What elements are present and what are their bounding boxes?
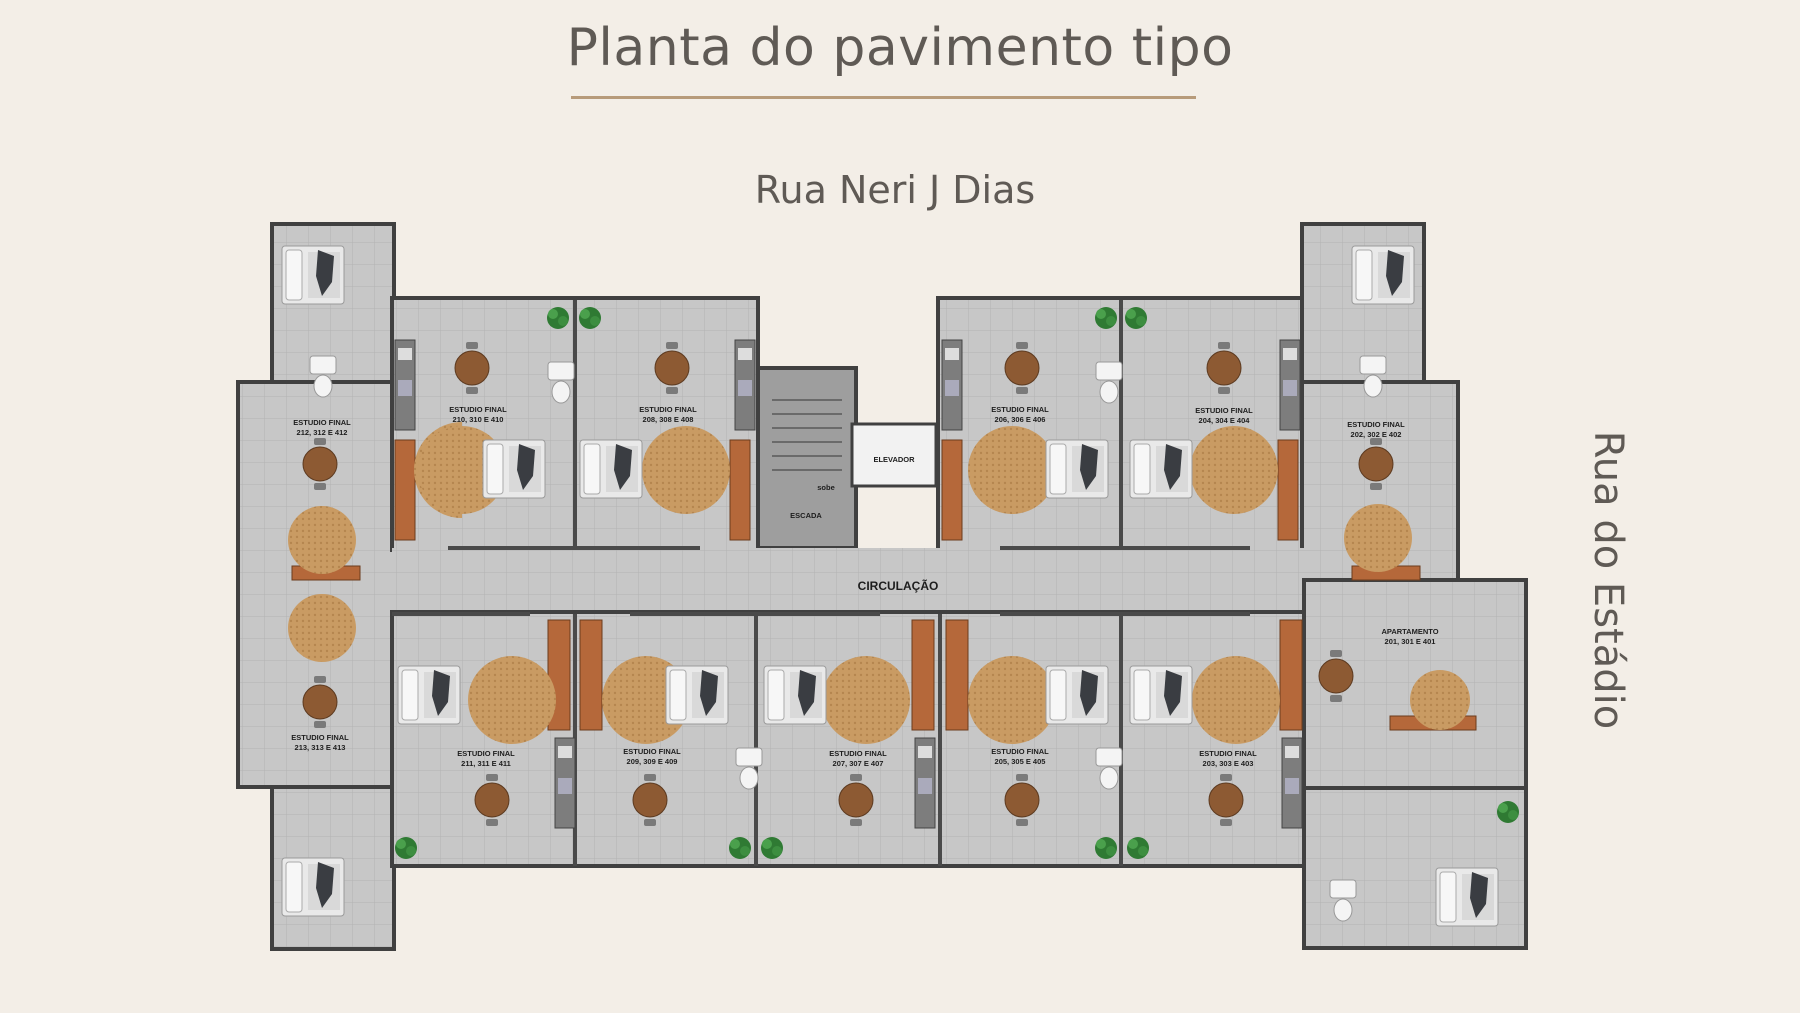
unit-201-numbers: 201, 301 E 401: [1385, 637, 1436, 646]
unit-209-label: ESTUDIO FINAL 209, 309 E 409: [623, 747, 681, 766]
unit-205-title: ESTUDIO FINAL: [991, 747, 1049, 756]
unit-212-label: ESTUDIO FINAL 212, 312 E 412: [293, 418, 351, 437]
unit-213-title: ESTUDIO FINAL: [291, 733, 349, 742]
unit-202-title: ESTUDIO FINAL: [1347, 420, 1405, 429]
unit-206-label: ESTUDIO FINAL 206, 306 E 406: [991, 405, 1049, 424]
unit-212-numbers: 212, 312 E 412: [297, 428, 348, 437]
wardrobes: [291, 439, 1477, 731]
elevator-label: ELEVADOR: [873, 455, 915, 464]
unit-207-label: ESTUDIO FINAL 207, 307 E 407: [829, 749, 887, 768]
unit-210-label: ESTUDIO FINAL 210, 310 E 410: [449, 405, 507, 424]
unit-209-title: ESTUDIO FINAL: [623, 747, 681, 756]
unit-205-label: ESTUDIO FINAL 205, 305 E 405: [991, 747, 1049, 766]
unit-211-title: ESTUDIO FINAL: [457, 749, 515, 758]
unit-201-title: APARTAMENTO: [1381, 627, 1438, 636]
unit-208-title: ESTUDIO FINAL: [639, 405, 697, 414]
unit-208-numbers: 208, 308 E 408: [643, 415, 694, 424]
partition-walls: [392, 300, 1250, 866]
unit-203-title: ESTUDIO FINAL: [1199, 749, 1257, 758]
rugs: [288, 422, 1470, 744]
unit-210-numbers: 210, 310 E 410: [453, 415, 504, 424]
page-title: Planta do pavimento tipo: [566, 18, 1234, 78]
unit-204-numbers: 204, 304 E 404: [1199, 416, 1251, 425]
unit-213-numbers: 213, 313 E 413: [295, 743, 346, 752]
stairs-up-label: sobe: [817, 483, 835, 492]
unit-208-label: ESTUDIO FINAL 208, 308 E 408: [639, 405, 697, 424]
unit-206-title: ESTUDIO FINAL: [991, 405, 1049, 414]
unit-207-title: ESTUDIO FINAL: [829, 749, 887, 758]
unit-206-numbers: 206, 306 E 406: [995, 415, 1046, 424]
unit-204-title: ESTUDIO FINAL: [1195, 406, 1253, 415]
unit-213-label: ESTUDIO FINAL 213, 313 E 413: [291, 733, 349, 752]
unit-210-title: ESTUDIO FINAL: [449, 405, 507, 414]
stairs-label: ESCADA: [790, 511, 822, 520]
unit-202-numbers: 202, 302 E 402: [1351, 430, 1402, 439]
unit-205-numbers: 205, 305 E 405: [995, 757, 1046, 766]
unit-202-label: ESTUDIO FINAL 202, 302 E 402: [1347, 420, 1405, 439]
unit-212-title: ESTUDIO FINAL: [293, 418, 351, 427]
unit-203-numbers: 203, 303 E 403: [1203, 759, 1254, 768]
title-underline: [571, 96, 1196, 99]
circulation-label: CIRCULAÇÃO: [858, 578, 939, 593]
unit-204-label: ESTUDIO FINAL 204, 304 E 404: [1195, 406, 1253, 425]
street-label-top: Rua Neri J Dias: [754, 168, 1036, 212]
unit-211-label: ESTUDIO FINAL 211, 311 E 411: [457, 749, 515, 768]
unit-209-numbers: 209, 309 E 409: [627, 757, 678, 766]
unit-207-numbers: 207, 307 E 407: [833, 759, 884, 768]
unit-203-label: ESTUDIO FINAL 203, 303 E 403: [1199, 749, 1257, 768]
unit-201-label: APARTAMENTO 201, 301 E 401: [1381, 627, 1438, 646]
unit-211-numbers: 211, 311 E 411: [461, 759, 511, 768]
